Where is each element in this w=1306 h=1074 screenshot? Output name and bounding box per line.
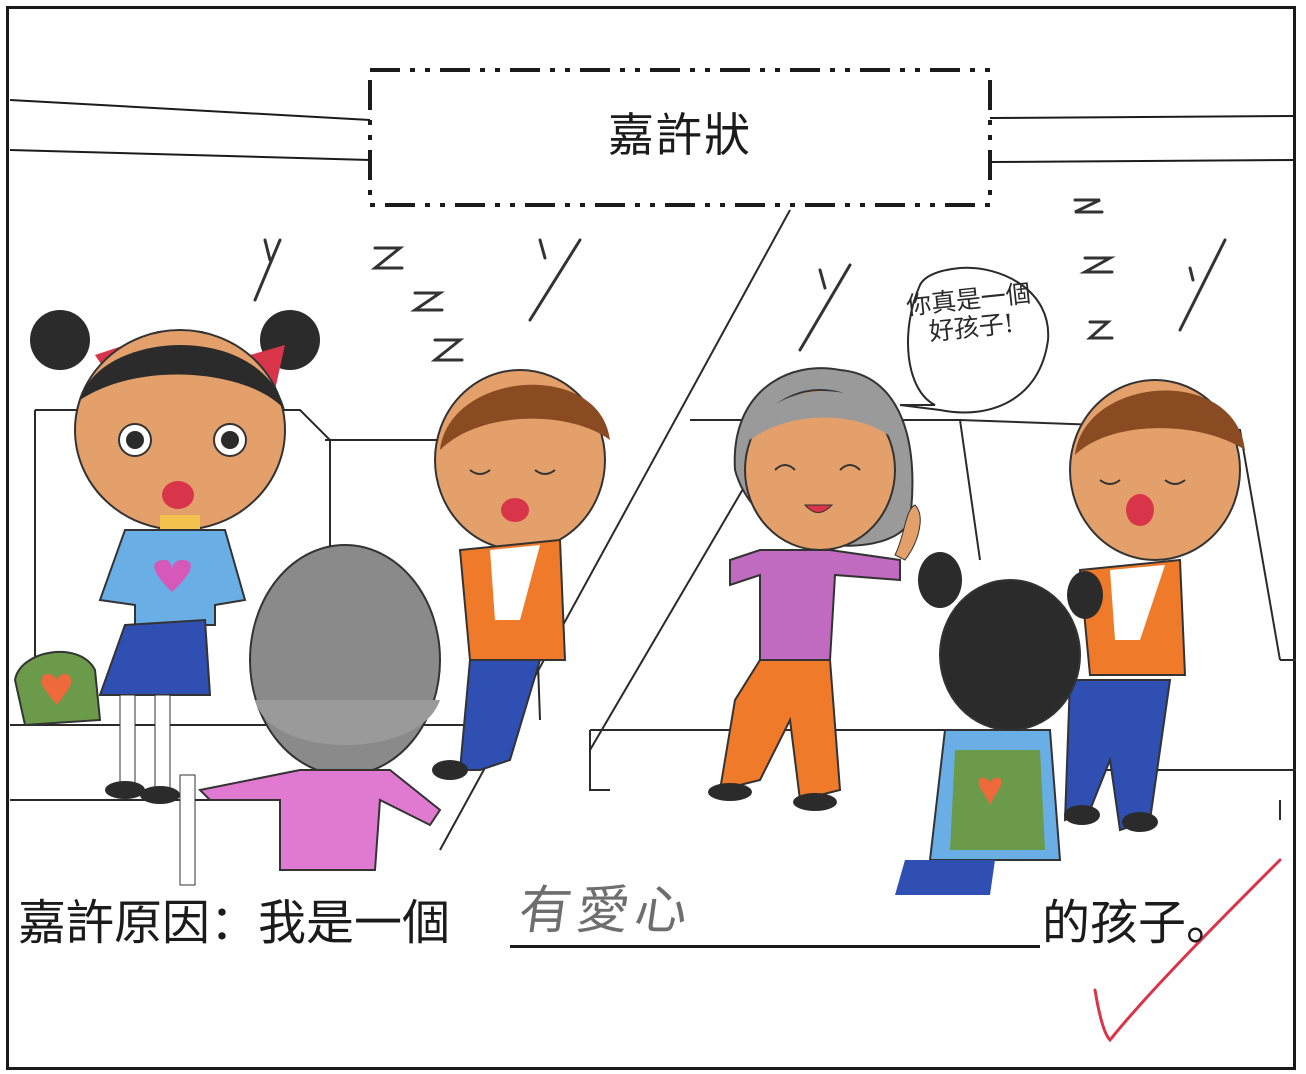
boy-sleeping-left [432,369,610,780]
title-box [368,68,992,207]
girl-back-right [895,552,1103,895]
handwritten-answer: 有愛心 [515,881,698,941]
zzz-icon [253,198,1227,362]
green-bag [13,650,102,727]
reason-suffix: 的孩子。 [1042,895,1235,951]
speech-bubble [899,266,1050,414]
page-border [6,6,1296,1070]
certificate-title: 嘉許狀 [608,108,752,162]
child-grey-hair [179,544,442,886]
check-mark-icon [1093,858,1282,1043]
heart-icon [154,560,191,592]
girl-left [30,310,320,804]
answer-blank-line [510,885,1040,948]
grandmother [708,367,921,811]
reason-label: 嘉許原因：我是一個 [18,895,451,951]
boy-sleeping-right [1063,379,1245,832]
